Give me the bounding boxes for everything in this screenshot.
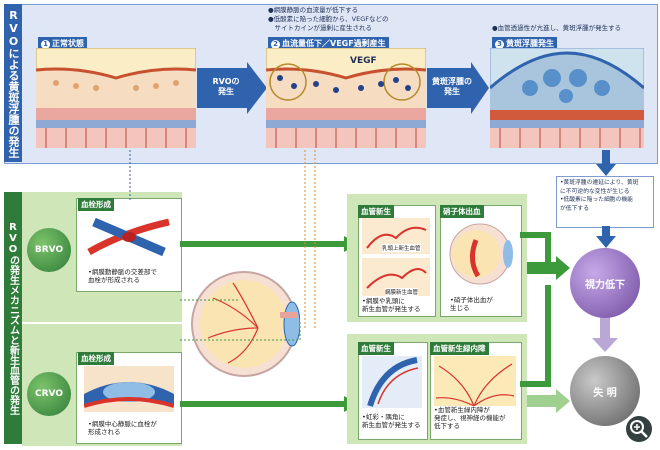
outcome-note-3: •低酸素に陥った細胞の機能	[560, 197, 633, 203]
glaucoma-caption: •血管新生緑内障が 発症し、視神経の機能が 低下する	[434, 406, 506, 430]
neovasc2-caption: •虹彩・隅角に 新生血管が発生する	[362, 413, 421, 429]
down-arrow-to-vision-loss	[596, 226, 616, 248]
crvo-caption: •網膜中心静脈に血栓が 形成される	[88, 420, 157, 436]
brvo-caption: •網膜動静脈の交差部で 血栓が形成される	[88, 268, 157, 284]
down-arrow-to-note	[596, 150, 616, 176]
blindness-circle: 失 明	[570, 356, 640, 426]
rvo-onset-arrow	[197, 62, 267, 114]
top-side-title: RVOによる黄斑浮腫の発生	[4, 4, 22, 162]
outcome-note: •黄斑浮腫の遷延により、黄斑 に不可逆的な変性が生じる •低酸素に陥った細胞の機…	[560, 179, 638, 213]
stage-3-illustration	[490, 48, 644, 148]
crvo-illustration	[84, 366, 174, 412]
outcome-note-1: •黄斑浮腫の遷延により、黄斑	[560, 180, 639, 186]
brvo-box	[76, 198, 182, 292]
neovasc1-caption-1: •網膜や乳頭に	[362, 297, 405, 305]
top-side-title-text: RVOによる黄斑浮腫の発生	[7, 8, 20, 158]
stage-3-number: 3	[495, 40, 504, 49]
rvo-onset-line-1: RVOの	[212, 77, 240, 86]
outcome-note-4: が低下する	[560, 205, 589, 212]
brvo-illustration	[87, 217, 170, 257]
brvo-badge: BRVO	[27, 228, 71, 272]
neovasc1-inner-label-2: 網膜新生血管	[385, 288, 419, 296]
stage-2-notes: ●網膜静脈の血流量が低下する ●低酸素に陥った細胞から、VEGFなどの サイトカ…	[268, 6, 389, 33]
stage-2-text: 血流量低下／VEGF過剰産生	[282, 39, 386, 48]
crvo-title: 血栓形成	[78, 352, 114, 365]
brvo-caption-2: 血栓が形成される	[88, 276, 140, 284]
neovasc1-illustration	[362, 218, 430, 296]
stage-3-text: 黄斑浮腫発生	[506, 39, 554, 48]
neovasc2-caption-1: •虹彩・隅角に	[362, 413, 405, 421]
stage-1-number: 1	[41, 40, 50, 49]
outcome-note-2: に不可逆的な変性が生じる	[560, 188, 630, 195]
vitreous-title: 硝子体出血	[440, 205, 484, 218]
glaucoma-caption-1: •血管新生緑内障が	[434, 406, 490, 414]
brvo-caption-1: •網膜動静脈の交差部で	[88, 268, 157, 276]
glaucoma-title: 血管新生緑内障	[430, 342, 489, 355]
edema-onset-arrow	[427, 62, 489, 114]
vitreous-caption-1: •硝子体出血が	[450, 296, 493, 304]
stage-1-illustration	[36, 48, 196, 148]
stage-2-number: 2	[271, 40, 280, 49]
brvo-green-arrow	[180, 236, 358, 252]
glaucoma-caption-2: 発症し、視神経の機能が	[434, 414, 506, 422]
rvo-onset-arrow-label: RVOの 発生	[202, 77, 250, 97]
glaucoma-illustration	[434, 356, 516, 406]
neovasc2-illustration	[362, 356, 422, 408]
vegf-label: VEGF	[350, 56, 377, 66]
eye-illustration	[191, 271, 300, 377]
vitreous-illustration	[449, 223, 513, 285]
stage-2-note-3: サイトカインが過剰に産生される	[268, 24, 373, 32]
edema-onset-arrow-label: 黄斑浮腫の 発生	[428, 77, 476, 97]
vision-loss-circle: 視力低下	[570, 248, 640, 318]
rvo-onset-line-2: 発生	[218, 87, 234, 96]
crvo-caption-1: •網膜中心静脈に血栓が	[88, 420, 157, 428]
zoom-button[interactable]	[626, 416, 652, 442]
stage-2-illustration	[266, 48, 426, 148]
glaucoma-caption-3: 低下する	[434, 422, 460, 430]
stage-2-note-1: ●網膜静脈の血流量が低下する	[268, 6, 359, 14]
neovasc1-caption-2: 新生血管が発生する	[362, 305, 421, 313]
neovasc2-title: 血管新生	[358, 342, 394, 355]
neovasc1-inner-label-1: 乳頭上新生血管	[382, 244, 421, 252]
vitreous-caption-2: 生じる	[450, 304, 470, 312]
vitreous-caption: •硝子体出血が 生じる	[450, 296, 493, 312]
stage-3-note: ●血管透過性が亢進し、黄斑浮腫が発生する	[492, 24, 621, 33]
stage-1-text: 正常状態	[52, 39, 84, 48]
stage-2-note-2: ●低酸素に陥った細胞から、VEGFなどの	[268, 15, 389, 23]
crvo-green-arrow	[180, 396, 358, 412]
neovasc2-caption-2: 新生血管が発生する	[362, 421, 421, 429]
bottom-side-title-text: RVOの発生メカニズムと新生血管の発生	[7, 221, 19, 415]
edema-onset-line-2: 発生	[444, 87, 460, 96]
crvo-badge: CRVO	[27, 372, 71, 416]
stage-3-note-text: ●血管透過性が亢進し、黄斑浮腫が発生する	[492, 24, 622, 32]
brvo-title: 血栓形成	[78, 198, 114, 211]
neovasc1-title: 血管新生	[358, 205, 394, 218]
zoom-in-icon	[630, 420, 648, 438]
crvo-caption-2: 形成される	[88, 428, 121, 436]
edema-onset-line-1: 黄斑浮腫の	[432, 77, 472, 86]
neovasc1-caption: •網膜や乳頭に 新生血管が発生する	[362, 297, 421, 313]
bottom-side-title: RVOの発生メカニズムと新生血管の発生	[4, 192, 22, 444]
